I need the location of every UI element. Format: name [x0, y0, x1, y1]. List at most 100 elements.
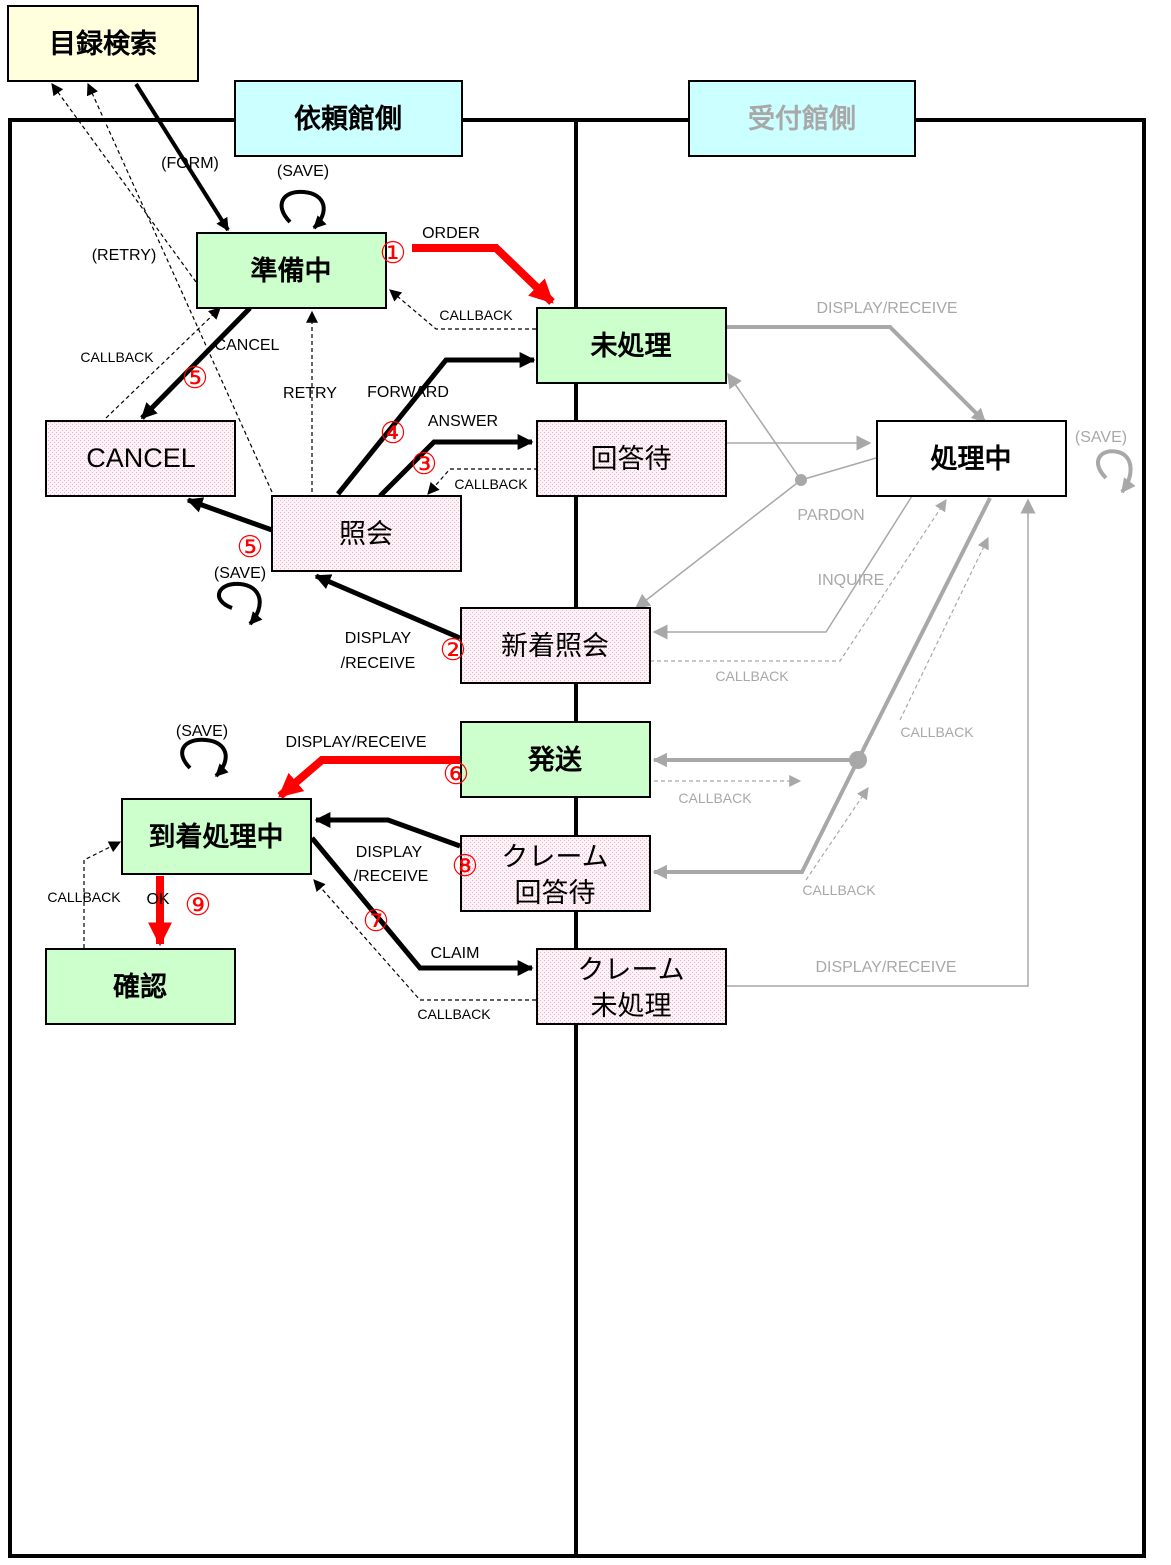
arrow-unprocessed-to-processing [726, 325, 987, 424]
requester-header-label: 依頼館側 [294, 103, 402, 134]
arrow-claim [310, 836, 534, 977]
state-claim-awaiting: クレーム 回答待 [460, 835, 651, 912]
step-1: ① [380, 237, 407, 270]
arrow-retry-dashed-1 [51, 83, 197, 283]
connectors [51, 82, 1136, 1001]
state-claim-unprocessed-line1: クレーム [577, 955, 684, 985]
arrow-callback-claim [313, 879, 536, 1001]
step-3: ③ [411, 448, 438, 481]
self-loop-save-preparing [279, 189, 327, 230]
arrow-answer [378, 433, 534, 498]
label-claim: CLAIM [431, 945, 480, 962]
label-order: ORDER [422, 225, 480, 242]
label-save-left: (SAVE) [214, 565, 266, 582]
state-unprocessed: 未処理 [536, 307, 727, 384]
state-processing-label: 処理中 [931, 443, 1012, 474]
label-callback-6: CALLBACK [678, 790, 752, 806]
step-numbers: ① ② ③ ④ ⑤ ⑤ ⑥ ⑦ ⑧ ⑨ [182, 237, 479, 938]
state-claim-unprocessed-line2: 未処理 [591, 991, 672, 1021]
arrow-display-receive-inquiry [314, 573, 461, 641]
state-awaiting-answer: 回答待 [536, 420, 727, 497]
arrow-processing-to-shipped [652, 497, 992, 768]
state-shipped: 発送 [460, 721, 651, 798]
label-retry: RETRY [283, 385, 337, 402]
arrow-display-receive-shipped [277, 756, 460, 800]
requester-header: 依頼館側 [234, 80, 463, 157]
state-inquiry: 照会 [271, 495, 462, 572]
step-9: ⑨ [185, 889, 212, 922]
label-save-right: (SAVE) [1075, 429, 1127, 446]
label-callback-3: CALLBACK [454, 476, 528, 492]
label-save-bottom: (SAVE) [176, 723, 228, 740]
arrow-inquire [652, 495, 913, 640]
label-display-receive-top: DISPLAY/RECEIVE [816, 300, 957, 317]
label-display-2: DISPLAY [356, 844, 423, 861]
label-callback-4: CALLBACK [715, 668, 789, 684]
pardon-junction [795, 474, 807, 486]
state-unprocessed-label: 未処理 [591, 330, 672, 361]
step-7: ⑦ [363, 905, 390, 938]
state-new-inquiry: 新着照会 [460, 607, 651, 684]
state-arrival-processing-label: 到着処理中 [149, 821, 284, 852]
state-confirmed: 確認 [45, 948, 236, 1025]
self-loop-save-processing [1096, 449, 1136, 494]
state-claim-unprocessed: クレーム 未処理 [536, 948, 727, 1025]
state-inquiry-label: 照会 [339, 519, 393, 549]
label-display: DISPLAY [345, 630, 412, 647]
arrow-pardon-to-new-inquiry [634, 479, 802, 609]
arrow-retry-dashed-2 [86, 82, 273, 493]
label-receive-2: /RECEIVE [354, 868, 429, 885]
label-save-top: (SAVE) [277, 163, 329, 180]
state-claim-awaiting-line1: クレーム [501, 842, 608, 872]
arrow-inquiry-to-cancel [186, 497, 273, 533]
arrow-forward [336, 351, 536, 496]
state-processing: 処理中 [876, 420, 1067, 497]
label-display-receive-bottom: DISPLAY/RECEIVE [815, 959, 956, 976]
label-callback-8: CALLBACK [417, 1006, 491, 1022]
label-retry-paren: (RETRY) [92, 247, 157, 264]
step-4: ④ [380, 417, 407, 450]
state-cancel-label: CANCEL [86, 443, 196, 473]
arrow-pardon-to-unprocessed [727, 372, 802, 481]
state-awaiting-answer-label: 回答待 [591, 444, 672, 474]
arrow-cancel [140, 306, 252, 420]
step-5-inquiry: ⑤ [237, 531, 264, 564]
state-preparing: 準備中 [196, 232, 387, 309]
state-shipped-label: 発送 [527, 745, 582, 775]
label-display-receive-mid: DISPLAY/RECEIVE [285, 734, 426, 751]
catalog-search-box: 目録検索 [7, 5, 199, 82]
state-confirmed-label: 確認 [113, 971, 167, 1002]
label-form: (FORM) [161, 155, 219, 172]
state-cancel: CANCEL [45, 420, 236, 497]
step-8: ⑧ [452, 850, 479, 883]
edge-labels: (FORM) (SAVE) (RETRY) ORDER CALLBACK DIS… [47, 155, 1127, 1022]
state-claim-awaiting-line2: 回答待 [515, 878, 596, 908]
label-forward: FORWARD [367, 384, 449, 401]
receiver-header-label: 受付館側 [748, 103, 856, 134]
state-new-inquiry-label: 新着照会 [501, 631, 609, 661]
step-6: ⑥ [443, 758, 470, 791]
arrow-callback-shipped-up [899, 536, 989, 721]
label-pardon: PARDON [797, 507, 864, 524]
step-2: ② [440, 634, 467, 667]
label-cancel: CANCEL [215, 337, 280, 354]
state-preparing-label: 準備中 [251, 255, 332, 286]
arrow-junction-to-claim-awaiting [652, 759, 860, 880]
arrow-order [412, 244, 555, 305]
catalog-search-label: 目録検索 [49, 28, 157, 59]
label-callback-9: CALLBACK [47, 889, 121, 905]
state-arrival-processing: 到着処理中 [121, 798, 312, 875]
arrow-callback-confirm [83, 841, 122, 948]
label-callback-5: CALLBACK [900, 724, 974, 740]
arrow-callback-claim-awaiting [805, 787, 869, 881]
label-ok: OK [146, 891, 169, 908]
arrow-display-receive-claim [314, 811, 461, 849]
label-inquire: INQUIRE [818, 572, 885, 589]
label-callback-2: CALLBACK [80, 349, 154, 365]
arrow-callback-awaiting [427, 468, 538, 495]
arrow-callback-cancel [105, 307, 221, 419]
label-receive: /RECEIVE [341, 655, 416, 672]
label-callback-1: CALLBACK [439, 307, 513, 323]
arrow-form [134, 82, 230, 232]
